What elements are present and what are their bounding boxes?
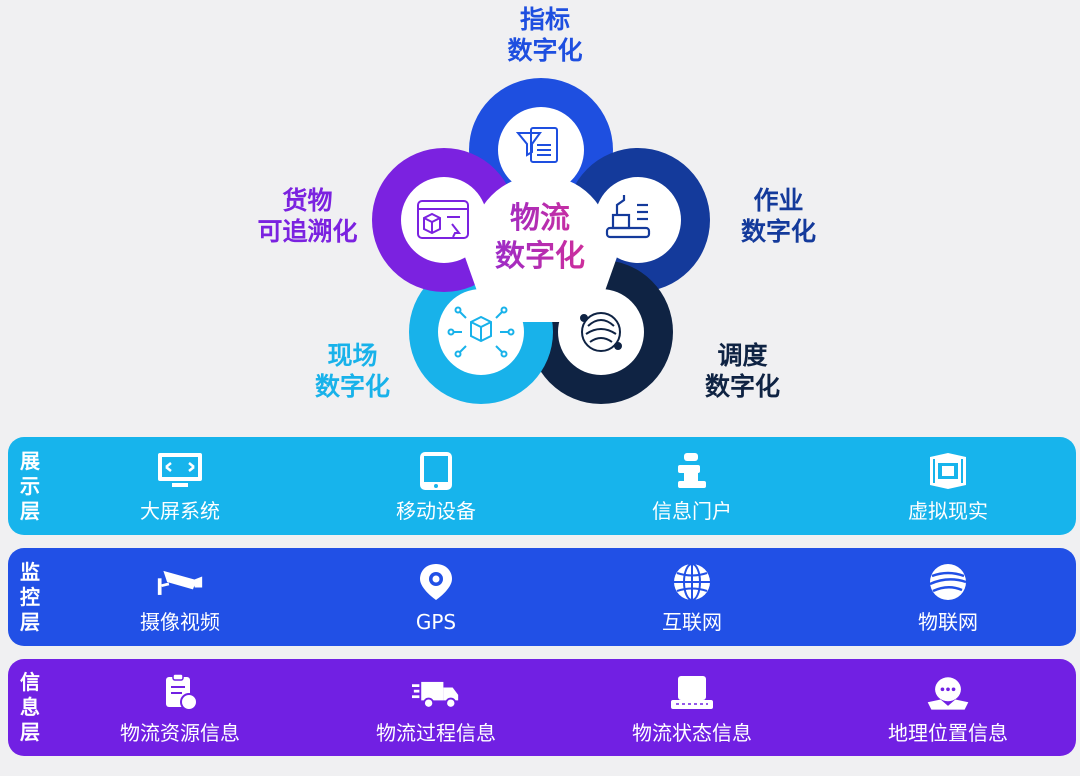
layer-item: 物流过程信息 [308,659,564,756]
information-layer: 信息层 物流资源信息 物流过程信息 物流状态信息 地理位置信息 [8,659,1076,756]
center-label: 物流 数字化 [460,200,620,276]
petal-label-cargo: 货物可追溯化 [257,186,358,246]
layer-title: 监控层 [20,559,40,634]
layer-item: 物联网 [820,548,1076,646]
flower-diagram [372,78,710,404]
delivery-truck-icon [412,671,460,715]
layer-item: 移动设备 [308,437,564,535]
petal-label-indicator: 指标数字化 [507,5,583,65]
map-bubble-icon [924,671,972,715]
layer-item: 物流状态信息 [564,659,820,756]
network-brain-icon [580,312,622,352]
document-user-icon [156,671,204,715]
layer-title: 信息层 [20,670,40,744]
layer-item: 信息门户 [564,437,820,535]
petal-label-scheduling: 调度数字化 [704,341,780,401]
monitor-icon [156,449,204,493]
globe-icon [668,560,716,604]
layer-item: 虚拟现实 [820,437,1076,535]
monitoring-layer: 监控层 摄像视频 GPS 互联网 物联网 [8,548,1076,646]
location-pin-icon [412,560,460,604]
camera-icon [156,560,204,604]
petal-label-operation: 作业数字化 [740,186,816,246]
vr-cube-icon [924,449,972,493]
layer-item: 摄像视频 [52,548,308,646]
layer-item: 地理位置信息 [820,659,1076,756]
tablet-icon [412,449,460,493]
document-filter-icon [515,127,558,163]
layer-item: 互联网 [564,548,820,646]
petal-label-site: 现场数字化 [314,341,390,401]
layer-item: 大屏系统 [52,437,308,535]
presentation-layer: 展示层 大屏系统 移动设备 信息门户 虚拟现实 [8,437,1076,535]
connected-box-icon [447,306,515,358]
browser-package-icon [417,200,469,239]
warehouse-robot-icon [605,195,651,239]
planet-icon [924,560,972,604]
info-icon [668,449,716,493]
layer-item: GPS [308,548,564,646]
status-box-icon [668,671,716,715]
layer-item: 物流资源信息 [52,659,308,756]
layer-title: 展示层 [20,448,40,523]
